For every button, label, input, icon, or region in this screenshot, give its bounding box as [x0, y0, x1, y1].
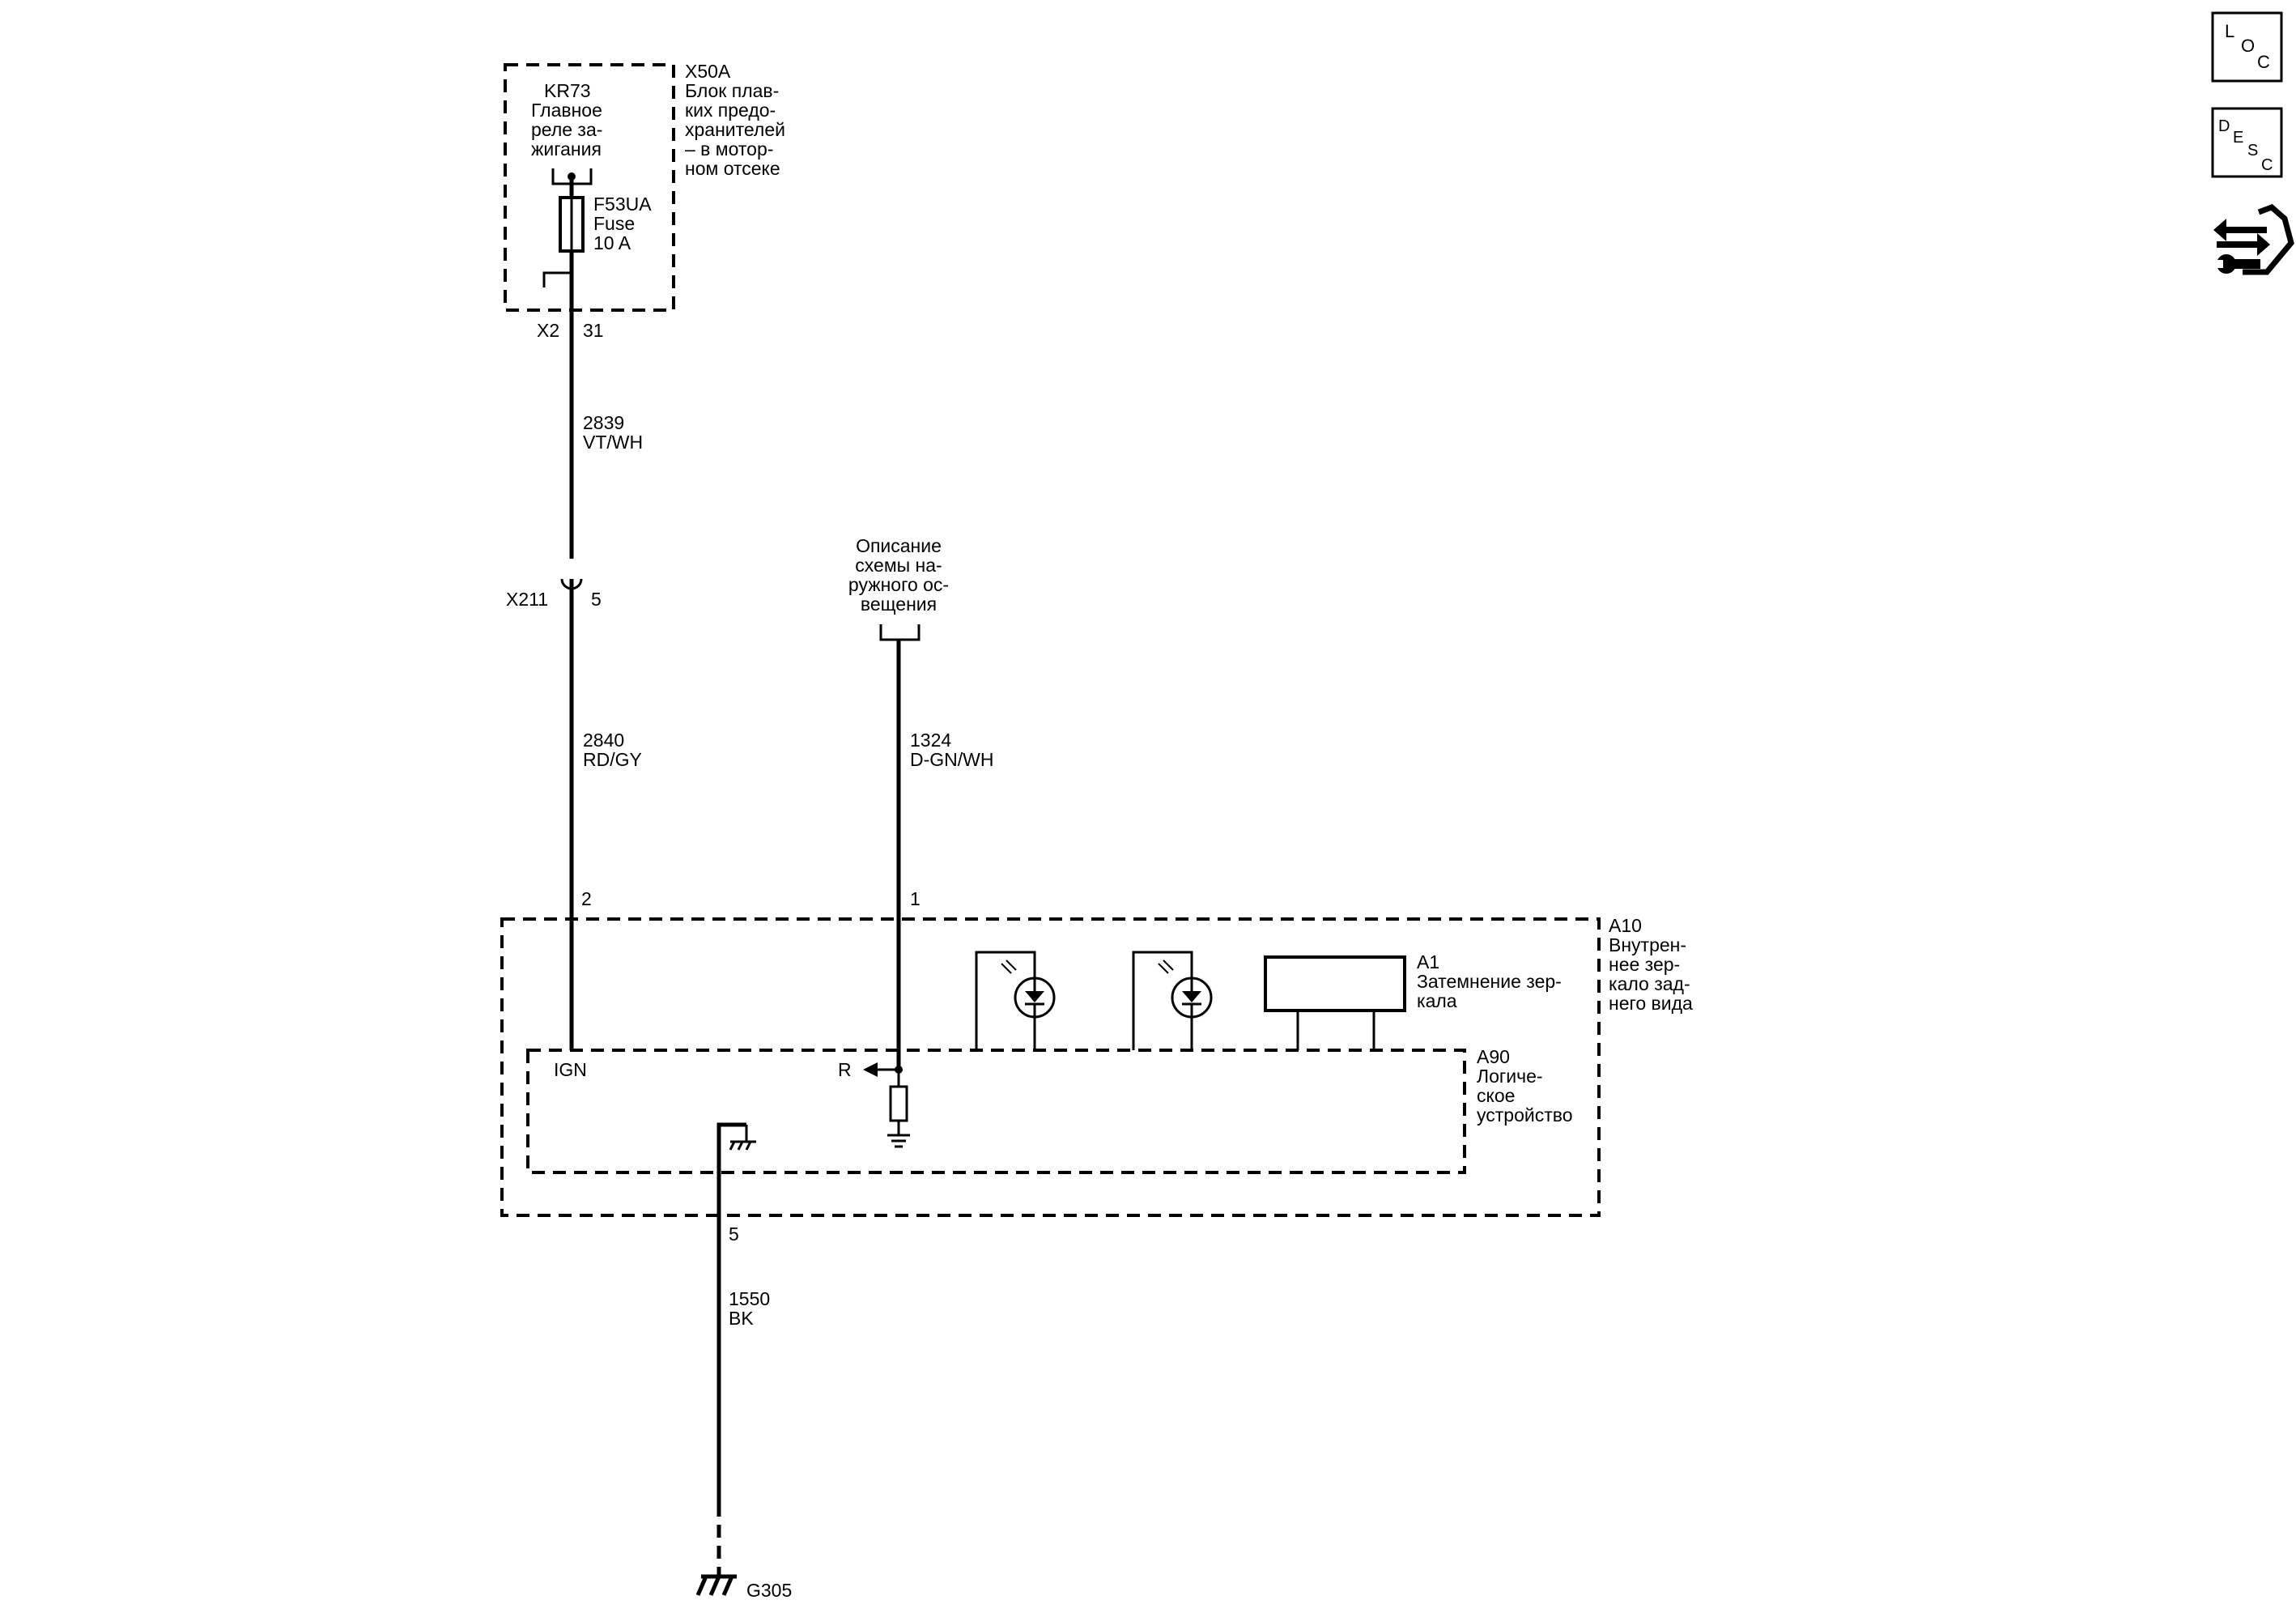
wire-1324-color: D-GN/WH [910, 749, 993, 770]
svg-text:D: D [2218, 117, 2230, 135]
fuse-block-desc-2: ких предо- [685, 100, 776, 121]
wire-1550-color: BK [729, 1308, 754, 1329]
exterior-lighting-ref-4: вещения [861, 594, 937, 615]
internal-ground-icon [887, 1134, 910, 1148]
mirror-pin-r: 1 [910, 888, 921, 909]
connector-wrench-icon[interactable] [2213, 203, 2294, 275]
terminal-symbol [542, 271, 572, 287]
wire-2839-color: VT/WH [583, 432, 643, 453]
desc-icon[interactable] [2211, 107, 2283, 178]
fuse-block-outline [504, 63, 675, 312]
logic-desc-3: устройство [1477, 1104, 1573, 1126]
logic-unit-a90: A90 Логиче- ское устройство IGN R [526, 1046, 1573, 1215]
pulldown-resistor [889, 1085, 908, 1122]
exterior-lighting-ref-1: Описание [856, 535, 942, 556]
exterior-lighting-ref-3: ружного ос- [848, 574, 949, 595]
svg-text:E: E [2233, 129, 2243, 147]
mirror-pin-ign: 2 [581, 888, 592, 909]
dimming-element-a1: A1 Затемнение зер- кала [1264, 951, 1562, 1050]
logic-desc-1: Логиче- [1477, 1066, 1543, 1087]
logic-desc-2: ское [1477, 1085, 1515, 1106]
svg-text:S: S [2247, 142, 2258, 160]
mirror-pin-ground: 5 [729, 1223, 739, 1245]
svg-text:C: C [2261, 156, 2273, 174]
logic-r-label: R [838, 1059, 852, 1080]
relay-desc-2: реле за- [531, 119, 602, 140]
fuse-id: F53UA [593, 194, 652, 215]
connector-x2-pin: 31 [583, 320, 604, 341]
fuse-block-x50a: X50A Блок плав- ких предо- хранителей – … [504, 61, 785, 312]
connector-x211-label: X211 [506, 589, 548, 610]
connector-x2-label: X2 [537, 320, 559, 341]
mirror-a10: A10 Внутрен- нее зер- кало зад- него вид… [500, 915, 1693, 1217]
loc-icon[interactable] [2211, 11, 2283, 83]
wire-1550-circuit: 1550 [729, 1288, 770, 1309]
fuse-block-desc-3: хранителей [685, 119, 785, 140]
fuse-name: Fuse [593, 213, 635, 234]
fuse-block-desc-1: Блок плав- [685, 80, 779, 101]
connector-x211-pin: 5 [591, 589, 602, 610]
mirror-desc-3: кало зад- [1609, 973, 1690, 994]
fuse-block-id: X50A [685, 61, 731, 82]
dimming-id: A1 [1417, 951, 1439, 972]
signal-arrow-icon [863, 1062, 878, 1077]
svg-text:O: O [2241, 36, 2255, 56]
exterior-lighting-ref: Описание схемы на- ружного ос- вещения [848, 535, 949, 641]
chassis-ground-icon [729, 1125, 756, 1151]
light-sensor-1 [975, 951, 1056, 1050]
svg-text:L: L [2225, 21, 2234, 41]
relay-desc-1: Главное [531, 100, 602, 121]
light-sensor-2 [1132, 951, 1213, 1050]
loc-button[interactable]: L O C [2211, 11, 2283, 83]
exterior-lighting-ref-2: схемы на- [855, 555, 942, 576]
mirror-desc-1: Внутрен- [1609, 934, 1686, 955]
exterior-lighting-ref-bracket [879, 624, 921, 641]
dimming-desc-2: кала [1417, 990, 1457, 1011]
wire-1324-circuit: 1324 [910, 730, 951, 751]
fuse-rating: 10 A [593, 232, 631, 253]
mirror-desc-2: нее зер- [1609, 954, 1680, 975]
fuse-block-desc-5: ном отсеке [685, 158, 780, 179]
mirror-outline [500, 917, 1601, 1217]
logic-id: A90 [1477, 1046, 1510, 1067]
relay-id: KR73 [544, 80, 591, 101]
desc-button[interactable]: D E S C [2211, 107, 2283, 178]
mirror-id: A10 [1609, 915, 1642, 936]
dimming-element-box [1264, 955, 1406, 1012]
mirror-desc-4: него вида [1609, 993, 1693, 1014]
wire-2839-circuit: 2839 [583, 412, 624, 433]
wire-2840-color: RD/GY [583, 749, 642, 770]
ground-g305-icon [695, 1574, 737, 1596]
dimming-desc-1: Затемнение зер- [1417, 971, 1562, 992]
ground-id: G305 [746, 1580, 792, 1601]
logic-ign-label: IGN [554, 1059, 587, 1080]
relay-desc-3: жигания [531, 138, 602, 160]
wire-2840-circuit: 2840 [583, 730, 624, 751]
svg-text:C: C [2257, 52, 2270, 72]
logic-unit-outline [526, 1049, 1466, 1174]
fuse-block-desc-4: – в мотор- [685, 138, 773, 160]
